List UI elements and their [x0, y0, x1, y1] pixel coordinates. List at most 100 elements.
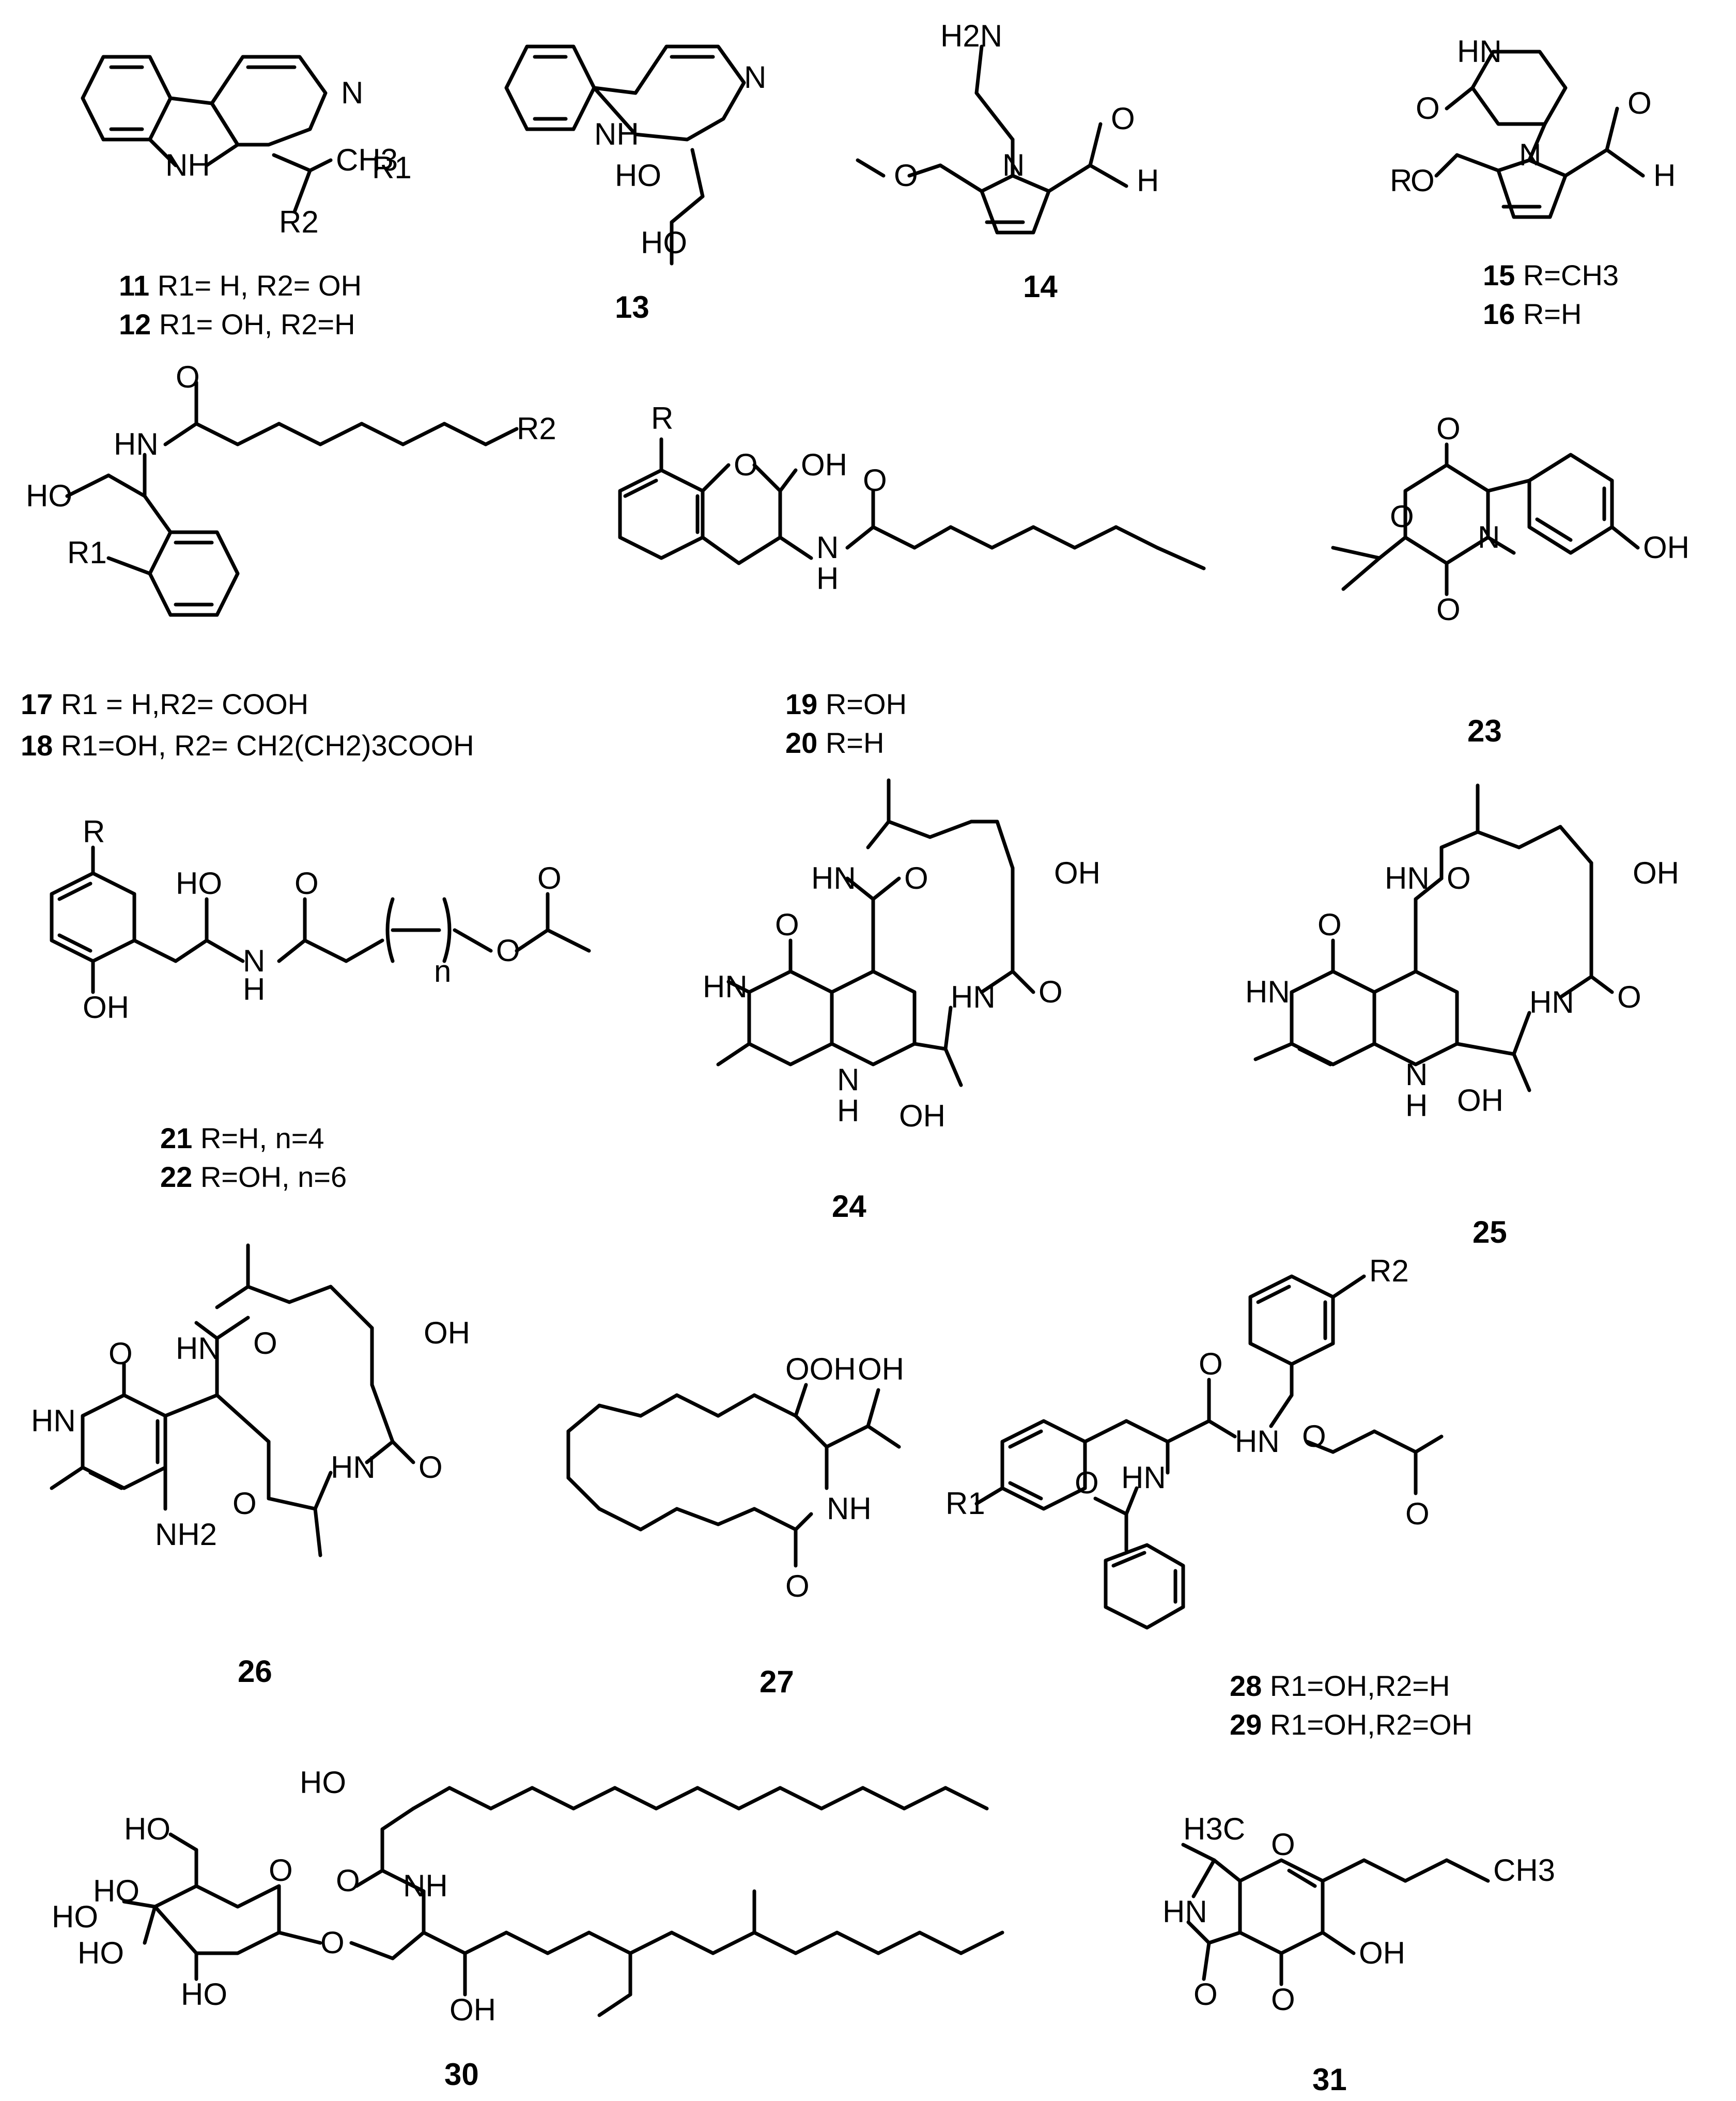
label-23: 23: [1467, 714, 1502, 748]
atom-o: O: [336, 1863, 360, 1898]
atom-nh2: NH2: [155, 1517, 217, 1552]
atom-h: H: [1137, 163, 1159, 198]
structure-30: [122, 1786, 1004, 2017]
atom-h2n: H2N: [940, 19, 1002, 53]
atom-r1: R1: [372, 150, 412, 185]
atom-o: O: [775, 907, 799, 942]
structure-26: [50, 1243, 415, 1557]
atom-oh: OH: [450, 1992, 496, 2027]
atom-ch3: CH3: [1493, 1853, 1555, 1888]
atom-o: O: [496, 933, 520, 968]
atom-o: O: [1436, 411, 1461, 446]
atom-nh: NH: [403, 1868, 448, 1903]
atom-o: O: [1075, 1465, 1099, 1500]
atom-o: O: [295, 866, 319, 901]
atom-oh: OH: [424, 1316, 470, 1350]
caption-20: 20 R=H: [785, 727, 885, 759]
atom-o: O: [1318, 907, 1342, 942]
atom-r: R: [651, 401, 673, 436]
label-30: 30: [444, 2057, 479, 2092]
atom-ho: HO: [615, 158, 661, 193]
atom-o: O: [1302, 1419, 1326, 1454]
atom-ho: HO: [78, 1936, 124, 1970]
atom-n: N: [243, 944, 265, 978]
structure-31: [1181, 1843, 1490, 1986]
atom-o: O: [1199, 1347, 1223, 1381]
caption-11: 11 R1= H, R2= OH: [119, 269, 362, 302]
atom-oh: OH: [1643, 530, 1690, 565]
atom-n: N: [744, 60, 766, 95]
atom-o: O: [419, 1450, 443, 1485]
caption-19: 19 R=OH: [785, 688, 907, 720]
atom-o: O: [1628, 86, 1652, 120]
label-24: 24: [832, 1189, 866, 1224]
structure-21-22: [50, 845, 591, 994]
atom-hn: HN: [1121, 1460, 1166, 1495]
caption-18: 18 R1=OH, R2= CH2(CH2)3COOH: [21, 729, 474, 762]
atom-r: R: [1390, 163, 1412, 198]
atom-o: O: [1194, 1977, 1218, 2012]
atom-o: O: [1405, 1496, 1430, 1531]
atom-o: O: [1271, 1982, 1295, 2017]
caption-29: 29 R1=OH,R2=OH: [1230, 1708, 1473, 1741]
atom-o: O: [1436, 592, 1461, 627]
atom-hn: HN: [703, 969, 748, 1004]
label-25: 25: [1473, 1215, 1507, 1249]
structure-14: [856, 44, 1128, 235]
caption-22: 22 R=OH, n=6: [160, 1161, 347, 1193]
atom-hn: HN: [114, 427, 159, 461]
atom-oh: OH: [1633, 856, 1679, 890]
atom-o: O: [320, 1925, 345, 1960]
atom-o: O: [1416, 91, 1440, 126]
atom-n: N: [1002, 148, 1025, 182]
label-26: 26: [238, 1654, 272, 1689]
atom-hn: HN: [1457, 34, 1502, 69]
atom-hn: HN: [176, 1331, 221, 1366]
structure-13: [504, 44, 746, 266]
atom-o: O: [904, 861, 928, 895]
atom-r2: R2: [517, 411, 556, 446]
atom-n: N: [837, 1062, 859, 1097]
structure-19-20: [618, 437, 1206, 570]
atom-o: O: [1447, 861, 1471, 895]
atom-ho: HO: [176, 866, 222, 901]
atom-o: O: [1390, 499, 1414, 534]
atom-h: H: [816, 561, 839, 596]
atom-n: N: [816, 530, 839, 565]
caption-15: 15 R=CH3: [1483, 259, 1619, 291]
structure-27: [566, 1383, 901, 1568]
atom-ho: HO: [26, 478, 72, 513]
atom-hn: HN: [951, 980, 996, 1014]
atom-nh: NH: [165, 148, 210, 182]
caption-28: 28 R1=OH,R2=H: [1230, 1670, 1450, 1702]
atom-oh: OH: [1054, 856, 1100, 890]
label-31: 31: [1312, 2062, 1347, 2097]
atom-r2: R2: [1369, 1254, 1409, 1288]
atom-o: O: [894, 158, 918, 193]
atom-o: O: [1111, 101, 1135, 136]
caption-21: 21 R=H, n=4: [160, 1122, 324, 1154]
atom-h: H: [1653, 158, 1676, 193]
atom-o: O: [537, 861, 562, 895]
atom-o: O: [109, 1336, 133, 1371]
caption-12: 12 R1= OH, R2=H: [119, 308, 355, 341]
atom-r1: R1: [946, 1486, 985, 1521]
atom-hn: HN: [331, 1450, 376, 1485]
atom-r2: R2: [279, 205, 319, 239]
atom-o: O: [863, 463, 887, 498]
atom-ho: HO: [181, 1977, 227, 2012]
atom-hn: HN: [1529, 985, 1574, 1019]
atom-o: O: [734, 447, 758, 482]
atom-hn: HN: [1385, 861, 1430, 895]
structure-11-12: [81, 55, 333, 214]
structure-25: [1253, 783, 1614, 1092]
atom-h: H: [1405, 1088, 1428, 1123]
atom-h3c: H3C: [1183, 1812, 1245, 1846]
structure-15-16: [1434, 50, 1645, 219]
atom-ho: HO: [300, 1765, 346, 1800]
atom-oh: OH: [83, 990, 129, 1025]
atom-oh: OH: [1457, 1083, 1504, 1118]
atom-oh: OH: [858, 1352, 904, 1386]
